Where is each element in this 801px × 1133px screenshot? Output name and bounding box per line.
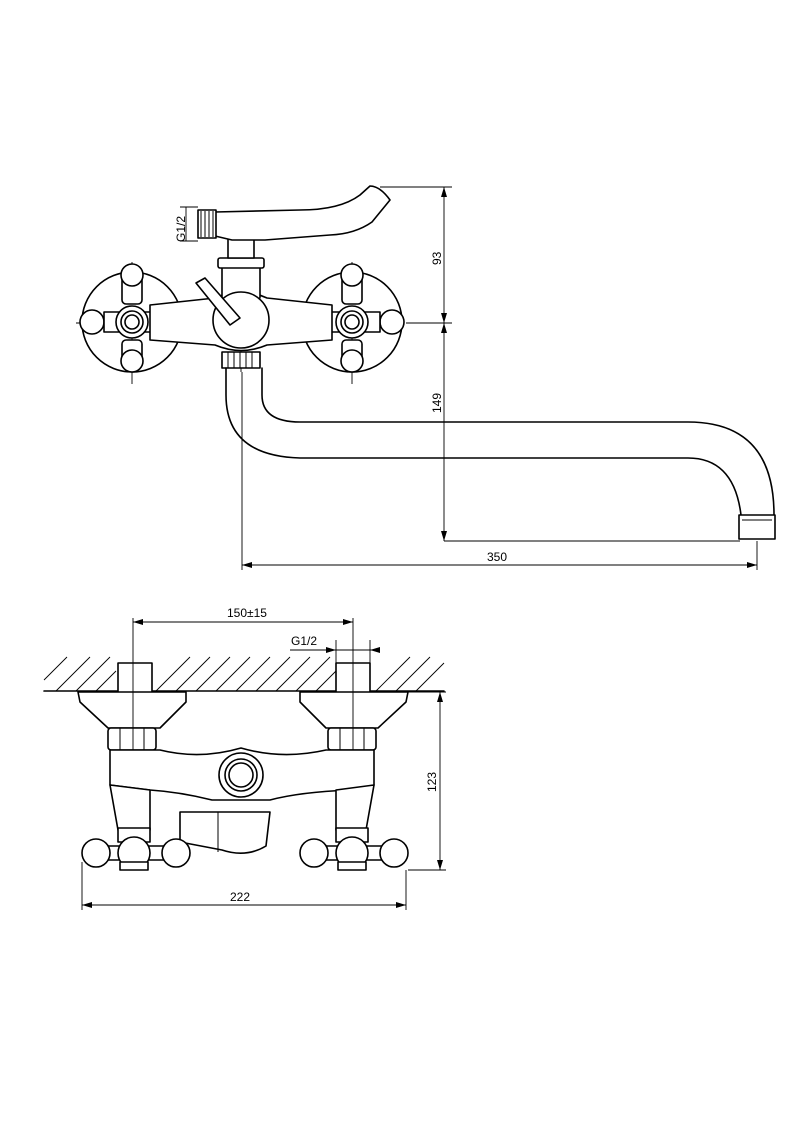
left-flange	[77, 691, 187, 729]
right-handle-top	[299, 836, 409, 871]
front-dim-350: 350	[487, 550, 507, 564]
top-thread-label: G1/2	[291, 634, 317, 648]
top-dim-150: 150±15	[227, 606, 267, 620]
shower-diverter-arm	[197, 185, 391, 241]
front-thread-label: G1/2	[174, 216, 188, 242]
top-view: 150±15 G1/2 123 222	[43, 606, 446, 910]
mixer-body	[149, 227, 333, 369]
top-dim-222: 222	[230, 890, 250, 904]
right-flange	[299, 691, 409, 729]
left-wall-connector	[117, 662, 153, 694]
spout	[225, 367, 776, 540]
wall-hatching	[43, 656, 445, 692]
front-dim-149: 149	[430, 393, 444, 413]
front-view: G1/2 93 149 350	[76, 185, 776, 570]
left-handle-top	[81, 836, 191, 871]
left-valve-handle	[79, 263, 185, 373]
front-dim-93: 93	[430, 251, 444, 265]
top-spout	[179, 811, 271, 854]
top-dim-123: 123	[425, 772, 439, 792]
